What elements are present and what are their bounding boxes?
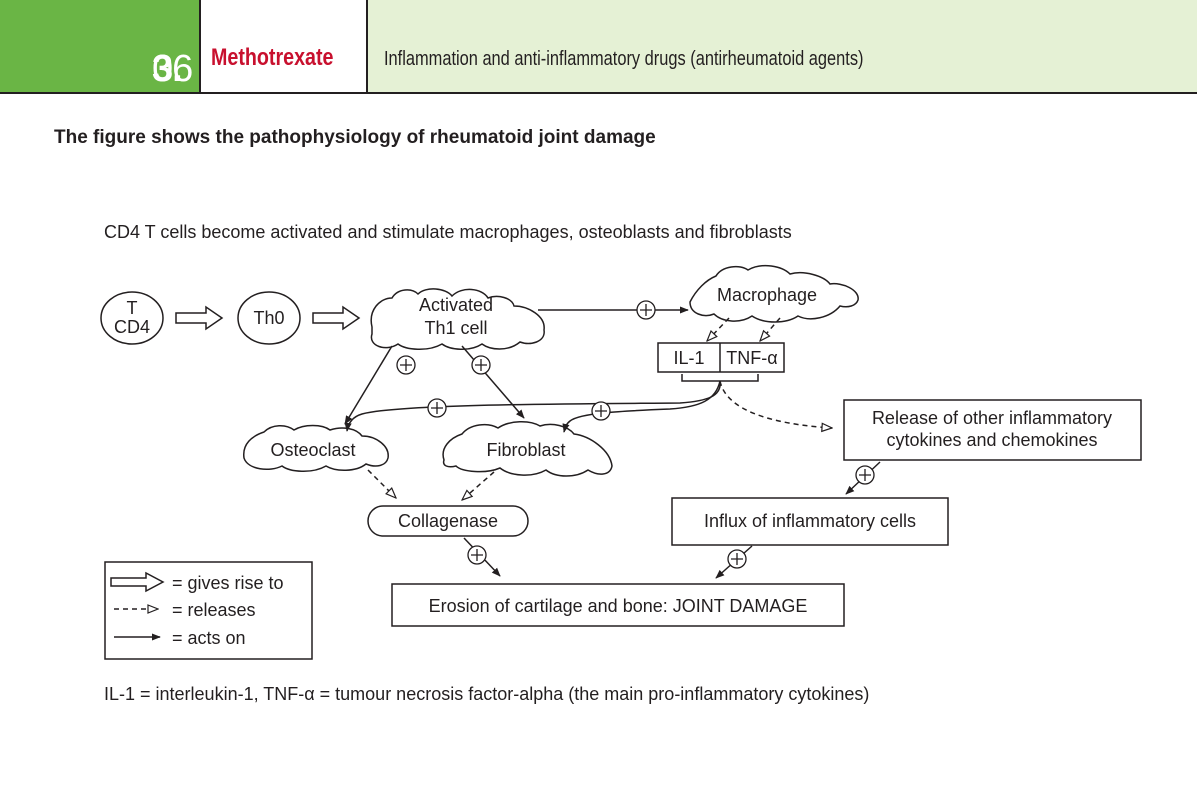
fibroblast-cell-shape (442, 421, 613, 477)
acts-on-arrow (344, 345, 393, 425)
release-label-line1: Release of other inflammatory (872, 408, 1112, 428)
osteoclast-label: Osteoclast (270, 440, 355, 460)
stimulation-plus-icon (471, 355, 491, 375)
legend-gives-rise-label: = gives rise to (172, 573, 284, 593)
influx-label: Influx of inflammatory cells (704, 511, 916, 531)
osteoclast-cell-shape (243, 424, 389, 472)
gives-rise-arrow (175, 305, 224, 331)
chapter-number-main: 3. (152, 48, 183, 90)
t-cd4-label-bottom: CD4 (114, 317, 150, 337)
cytokine-bracket (681, 374, 759, 382)
drug-title: Methotrexate (211, 44, 334, 71)
erosion-box (391, 583, 845, 627)
activated-th1-cell-shape (370, 288, 545, 350)
cytokine-box (657, 342, 785, 373)
macrophage-cell-shape (689, 264, 859, 323)
stimulation-plus-icon (427, 398, 447, 418)
acts-on-arrow (344, 380, 721, 432)
chapter-number-sub: 06 (152, 48, 193, 90)
section-subtitle: Inflammation and anti-inflammatory drugs… (384, 48, 864, 70)
th0-cell-shape (237, 291, 301, 345)
tnf-label: TNF-α (726, 348, 777, 368)
releases-arrow (367, 469, 396, 498)
activated-label-line1: Activated (419, 295, 493, 315)
releases-arrow (462, 471, 495, 500)
header-divider (366, 0, 368, 92)
collagenase-box (367, 505, 529, 537)
figure-heading: The figure shows the pathophysiology of … (54, 127, 656, 148)
chapter-number: 3.06 (0, 0, 200, 92)
stimulation-plus-icon (396, 355, 416, 375)
th0-label: Th0 (253, 308, 284, 328)
acts-on-arrow (461, 345, 525, 419)
activated-label-line2: Th1 cell (424, 318, 487, 338)
erosion-label: Erosion of cartilage and bone: JOINT DAM… (429, 596, 808, 616)
t-cd4-label-top: T (127, 298, 138, 318)
release-label-line2: cytokines and chemokines (886, 430, 1097, 450)
fibroblast-label: Fibroblast (486, 440, 565, 460)
header-rule (0, 92, 1197, 94)
stimulation-plus-icon (636, 300, 656, 320)
influx-box (671, 497, 949, 546)
stimulation-plus-icon (591, 401, 611, 421)
header-divider (199, 0, 201, 92)
il1-label: IL-1 (673, 348, 704, 368)
legend-acts-on-label: = acts on (172, 628, 246, 648)
gives-rise-arrow (312, 305, 361, 331)
stimulation-plus-icon (467, 545, 487, 565)
stimulation-plus-icon (855, 465, 875, 485)
stimulation-plus-icon (727, 549, 747, 569)
collagenase-label: Collagenase (398, 511, 498, 531)
legend-box (104, 561, 313, 660)
page-header: 3.06 Methotrexate Inflammation and anti-… (0, 0, 1197, 94)
t-cd4-cell-shape (100, 291, 164, 345)
legend-releases-label: = releases (172, 600, 256, 620)
legend-gives-rise-sample (110, 571, 165, 593)
section-subtitle-cell: Inflammation and anti-inflammatory drugs… (368, 0, 1197, 92)
figure-intro: CD4 T cells become activated and stimula… (104, 222, 792, 242)
drug-title-cell: Methotrexate (201, 0, 367, 92)
acts-on-arrow (562, 380, 721, 433)
release-box (843, 399, 1142, 461)
releases-arrow (719, 380, 832, 428)
figure-footnote: IL-1 = interleukin-1, TNF-α = tumour nec… (104, 684, 870, 704)
macrophage-label: Macrophage (717, 285, 817, 305)
releases-arrow (707, 317, 730, 341)
